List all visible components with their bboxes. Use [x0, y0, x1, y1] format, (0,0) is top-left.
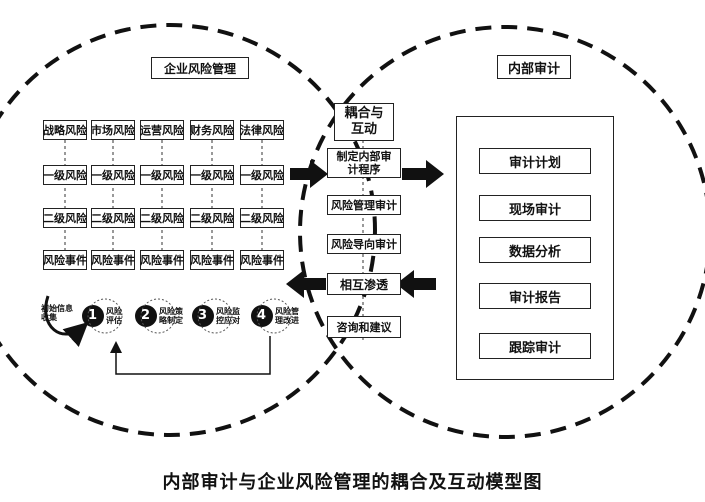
audit-step-report-label: 审计报告: [508, 290, 561, 306]
risk-event-operation-label: 风险事件: [140, 254, 184, 267]
risk-event-strategy[interactable]: 风险事件: [43, 250, 87, 270]
level2-risk-market[interactable]: 二级风险: [91, 208, 135, 228]
middle-item-audit-procedure-label: 制定内部审计程序: [336, 150, 392, 176]
initial-collection-arrow: [44, 295, 89, 347]
level1-risk-operation[interactable]: 一级风险: [140, 165, 184, 185]
middle-item-consulting-label: 咨询和建议: [336, 321, 392, 334]
step-4-number-text: 4: [257, 308, 267, 323]
initial-collection-text: 初始信息收集: [41, 304, 73, 322]
step-3-number-text: 3: [198, 308, 208, 323]
middle-item-risk-mgmt-audit[interactable]: 风险管理审计: [327, 195, 401, 215]
middle-item-consulting[interactable]: 咨询和建议: [327, 316, 401, 338]
level2-risk-legal-label: 二级风险: [240, 212, 284, 225]
step-2-number: 2: [141, 308, 150, 323]
audit-step-data-analysis-label: 数据分析: [508, 244, 561, 260]
risk-event-finance-label: 风险事件: [190, 254, 234, 267]
level1-risk-legal[interactable]: 一级风险: [240, 165, 284, 185]
risk-event-operation[interactable]: 风险事件: [140, 250, 184, 270]
step-2-label-text: 风险策略制定: [159, 307, 183, 325]
initial-collection-label: 初始信息收集: [41, 304, 75, 322]
arrow-right-to-middle: [396, 270, 436, 298]
level1-risk-finance[interactable]: 一级风险: [190, 165, 234, 185]
risk-type-strategy[interactable]: 战略风险: [43, 120, 87, 140]
coupling-title: 耦合与互动: [334, 103, 394, 141]
level2-risk-operation-label: 二级风险: [140, 212, 184, 225]
arrow-left-to-middle: [290, 160, 328, 188]
step-1-number: 1: [88, 308, 97, 323]
level1-risk-market[interactable]: 一级风险: [91, 165, 135, 185]
arrow-middle-to-right: [402, 160, 444, 188]
middle-item-risk-mgmt-audit-label: 风险管理审计: [331, 199, 397, 212]
level2-risk-strategy-label: 二级风险: [43, 212, 87, 225]
step-1-label[interactable]: 风险评估: [106, 307, 128, 325]
internal-audit-title: 内部审计: [497, 55, 571, 79]
level2-risk-operation[interactable]: 二级风险: [140, 208, 184, 228]
step-2-label[interactable]: 风险策略制定: [159, 307, 187, 325]
step-3-label-text: 风险监控应对: [216, 307, 240, 325]
level1-risk-market-label: 一级风险: [91, 169, 135, 182]
level2-risk-legal[interactable]: 二级风险: [240, 208, 284, 228]
level1-risk-operation-label: 一级风险: [140, 169, 184, 182]
risk-type-market-label: 市场风险: [91, 124, 135, 137]
risk-event-legal[interactable]: 风险事件: [240, 250, 284, 270]
risk-column-connectors: [64, 140, 263, 255]
audit-step-follow-up-label: 跟踪审计: [508, 340, 561, 356]
level1-risk-strategy[interactable]: 一级风险: [43, 165, 87, 185]
figure-caption: 内部审计与企业风险管理的耦合及互动模型图: [0, 468, 705, 494]
risk-event-strategy-label: 风险事件: [43, 254, 87, 267]
audit-step-plan-label: 审计计划: [508, 155, 561, 171]
audit-step-field[interactable]: 现场审计: [479, 195, 591, 221]
step-3-label[interactable]: 风险监控应对: [216, 307, 244, 325]
level2-risk-market-label: 二级风险: [91, 212, 135, 225]
level2-risk-finance-label: 二级风险: [190, 212, 234, 225]
middle-item-mutual-penetration-label: 相互渗透: [339, 277, 388, 292]
level2-risk-strategy[interactable]: 二级风险: [43, 208, 87, 228]
audit-step-data-analysis[interactable]: 数据分析: [479, 237, 591, 263]
audit-step-field-label: 现场审计: [508, 202, 561, 218]
risk-type-operation[interactable]: 运营风险: [140, 120, 184, 140]
figure-caption-text: 内部审计与企业风险管理的耦合及互动模型图: [162, 472, 543, 493]
step-4-label-text: 风险管理改进: [275, 307, 299, 325]
step-4-label[interactable]: 风险管理改进: [275, 307, 303, 325]
risk-type-finance-label: 财务风险: [190, 124, 234, 137]
enterprise-risk-circle: [0, 23, 377, 437]
enterprise-risk-title-text: 企业风险管理: [163, 61, 236, 76]
arrow-middle-to-left: [286, 270, 326, 298]
audit-step-plan[interactable]: 审计计划: [479, 148, 591, 174]
risk-event-finance[interactable]: 风险事件: [190, 250, 234, 270]
internal-audit-circle: [298, 25, 705, 439]
step-circles: [82, 298, 292, 334]
internal-audit-title-text: 内部审计: [507, 61, 560, 77]
risk-event-market-label: 风险事件: [91, 254, 135, 267]
risk-type-strategy-label: 战略风险: [43, 124, 87, 137]
risk-type-legal-label: 法律风险: [240, 124, 284, 137]
step-1-label-text: 风险评估: [106, 307, 122, 325]
middle-item-risk-oriented-audit-label: 风险导向审计: [331, 238, 397, 251]
level1-risk-legal-label: 一级风险: [240, 169, 284, 182]
level2-risk-finance[interactable]: 二级风险: [190, 208, 234, 228]
audit-step-follow-up[interactable]: 跟踪审计: [479, 333, 591, 359]
risk-type-market[interactable]: 市场风险: [91, 120, 135, 140]
diagram-canvas: [0, 23, 705, 439]
middle-item-risk-oriented-audit[interactable]: 风险导向审计: [327, 234, 401, 254]
feedback-loop: [110, 336, 271, 375]
level1-risk-strategy-label: 一级风险: [43, 169, 87, 182]
risk-type-operation-label: 运营风险: [140, 124, 184, 137]
step-3-number: 3: [198, 308, 207, 323]
middle-item-audit-procedure[interactable]: 制定内部审计程序: [327, 148, 401, 178]
coupling-title-text: 耦合与互动: [344, 106, 384, 137]
step-2-number-text: 2: [141, 308, 151, 323]
risk-type-legal[interactable]: 法律风险: [240, 120, 284, 140]
enterprise-risk-title: 企业风险管理: [151, 57, 249, 79]
level1-risk-finance-label: 一级风险: [190, 169, 234, 182]
risk-type-finance[interactable]: 财务风险: [190, 120, 234, 140]
middle-item-mutual-penetration[interactable]: 相互渗透: [327, 273, 401, 295]
step-4-number: 4: [257, 308, 266, 323]
audit-step-report[interactable]: 审计报告: [479, 283, 591, 309]
risk-event-legal-label: 风险事件: [240, 254, 284, 267]
step-1-number-text: 1: [88, 308, 98, 323]
risk-event-market[interactable]: 风险事件: [91, 250, 135, 270]
